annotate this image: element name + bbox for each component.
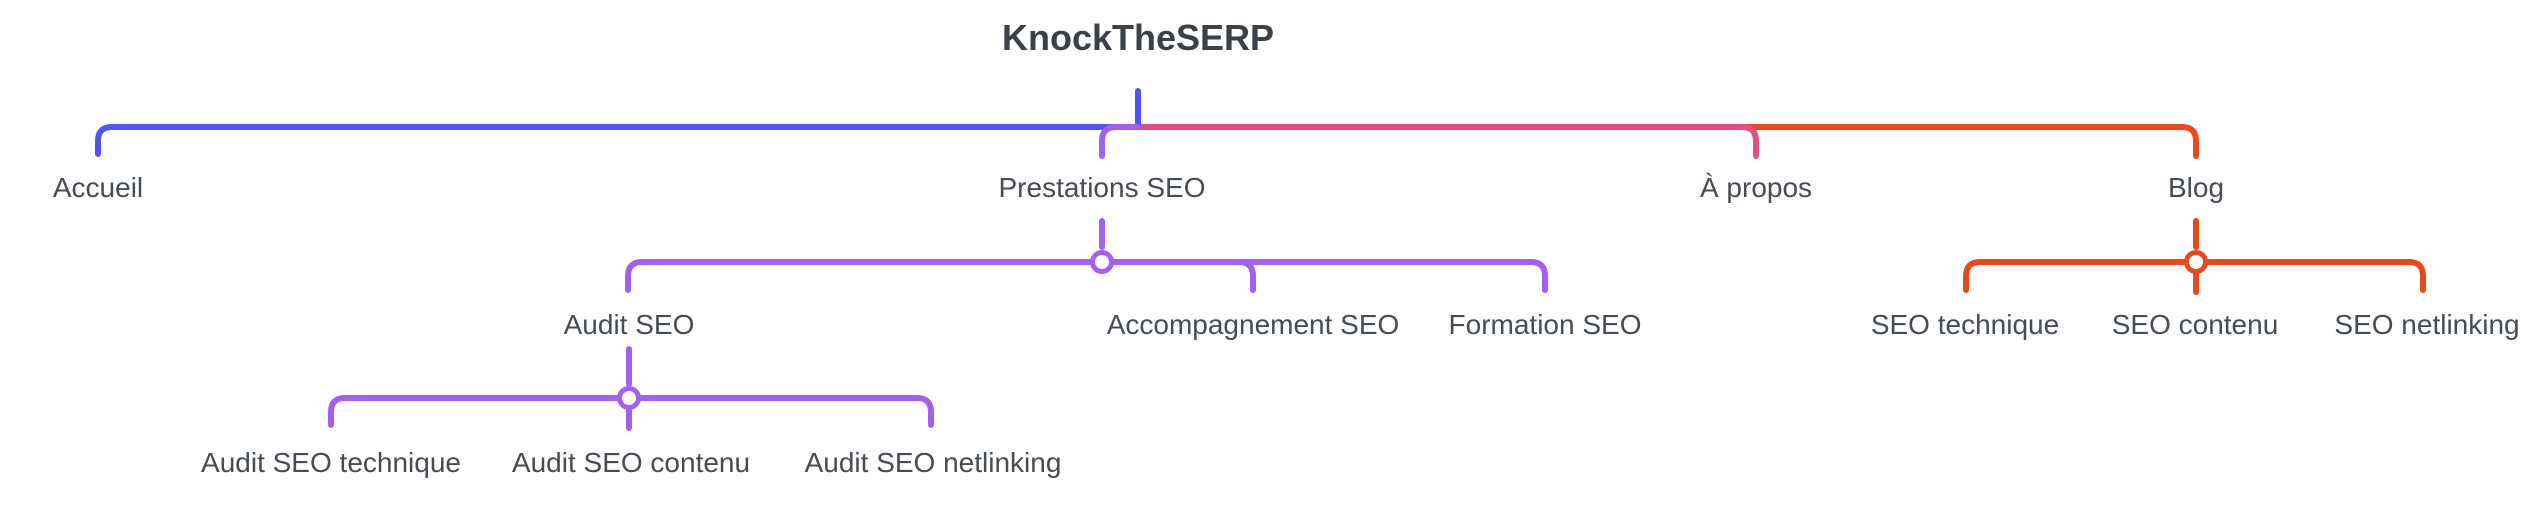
branch-audit-netlinking [626,395,934,428]
branch-accueil [95,124,1141,157]
branch-blog-seo-technique [1963,259,2199,293]
node-seo-netlinking: SEO netlinking [2334,309,2520,340]
branch-blog-top [1135,124,2199,159]
node-accompagnement-seo: Accompagnement SEO [1106,309,1400,340]
branch-prestations-drop [1099,124,1141,159]
node-a-propos: À propos [1699,172,1813,203]
branch-accompagnement-seo [1099,259,1256,293]
node-prestations-seo: Prestations SEO [998,172,1206,203]
node-audit-seo-technique: Audit SEO technique [201,447,461,478]
node-audit-seo-contenu: Audit SEO contenu [511,447,751,478]
branch-audit-seo [625,259,1105,293]
branch-apropos [1135,124,1759,159]
node-audit-seo: Audit SEO [563,309,695,340]
branch-blog-seo-netlinking [2193,259,2426,293]
node-seo-technique: SEO technique [1870,309,2060,340]
node-seo-contenu: SEO contenu [2111,309,2279,340]
branch-audit-technique [328,395,632,428]
audit-junction-node-icon [617,386,641,410]
branch-formation-seo [1099,259,1548,293]
prestations-junction-node-icon [1090,250,1114,274]
node-audit-seo-netlinking: Audit SEO netlinking [804,447,1062,478]
node-accueil: Accueil [52,172,144,203]
blog-junction-node-icon [2184,250,2208,274]
node-formation-seo: Formation SEO [1448,309,1642,340]
node-blog: Blog [2167,172,2225,203]
site-title: KnockTheSERP [1001,17,1275,58]
